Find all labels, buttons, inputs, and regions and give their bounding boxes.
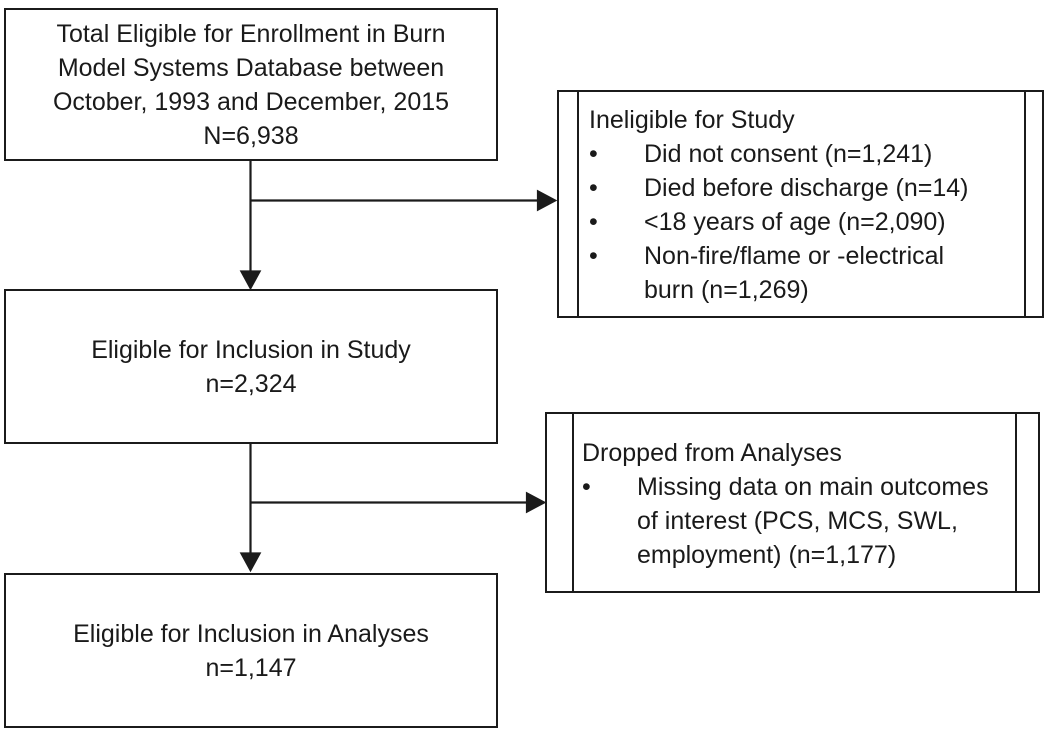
sidebar-rule-left [572, 414, 574, 591]
count-line: N=6,938 [203, 121, 299, 150]
text-line: Model Systems Database between [57, 53, 445, 82]
text-line: of interest (PCS, MCS, SWL, [637, 507, 958, 535]
count-line: n=1,147 [205, 653, 297, 682]
text-line: Eligible for Inclusion in Study [91, 335, 411, 364]
list-item: • Died before discharge (n=14) [589, 171, 1016, 205]
list-item: • Missing data on main outcomes of inter… [582, 470, 1012, 572]
text-line: employment) (n=1,177) [637, 541, 897, 569]
text-line: Died before discharge (n=14) [644, 174, 969, 202]
list-item: • Did not consent (n=1,241) [589, 137, 1016, 171]
box-ineligible-for-study: Ineligible for Study • Did not consent (… [557, 90, 1044, 318]
bullet-icon: • [589, 140, 598, 168]
list-item: • <18 years of age (n=2,090) [589, 205, 1016, 239]
box-eligible-for-study: Eligible for Inclusion in Study n=2,324 [4, 289, 498, 444]
bullet-icon: • [582, 473, 591, 501]
box-total-eligible: Total Eligible for Enrollment in Burn Mo… [4, 8, 498, 161]
box-title: Ineligible for Study [589, 106, 795, 134]
text-line: Non-fire/flame or -electrical [644, 242, 945, 270]
bullet-icon: • [589, 242, 598, 270]
text-line: Did not consent (n=1,241) [644, 140, 933, 168]
text-line: Total Eligible for Enrollment in Burn [56, 19, 446, 48]
sidebar-rule-right [1024, 92, 1026, 316]
text-line: <18 years of age (n=2,090) [644, 208, 946, 236]
text-line: burn (n=1,269) [644, 276, 809, 304]
bullet-icon: • [589, 174, 598, 202]
arrow-to-dropped-head [525, 491, 547, 514]
list-item: • Non-fire/flame or -electrical burn (n=… [589, 239, 1016, 307]
box-title: Dropped from Analyses [582, 439, 842, 467]
box-eligible-for-analyses: Eligible for Inclusion in Analyses n=1,1… [4, 573, 498, 728]
box-dropped-from-analyses: Dropped from Analyses • Missing data on … [545, 412, 1040, 593]
sidebar-rule-right [1015, 414, 1017, 591]
count-line: n=2,324 [205, 369, 297, 398]
text-line: Eligible for Inclusion in Analyses [73, 619, 429, 648]
arrow-to-ineligible-head [536, 189, 558, 212]
bullet-icon: • [589, 208, 598, 236]
arrow-study-to-analyses-head [239, 552, 262, 573]
sidebar-rule-left [577, 92, 579, 316]
arrow-total-to-study-head [239, 270, 262, 291]
text-line: October, 1993 and December, 2015 [52, 87, 450, 116]
text-line: Missing data on main outcomes [637, 473, 989, 501]
